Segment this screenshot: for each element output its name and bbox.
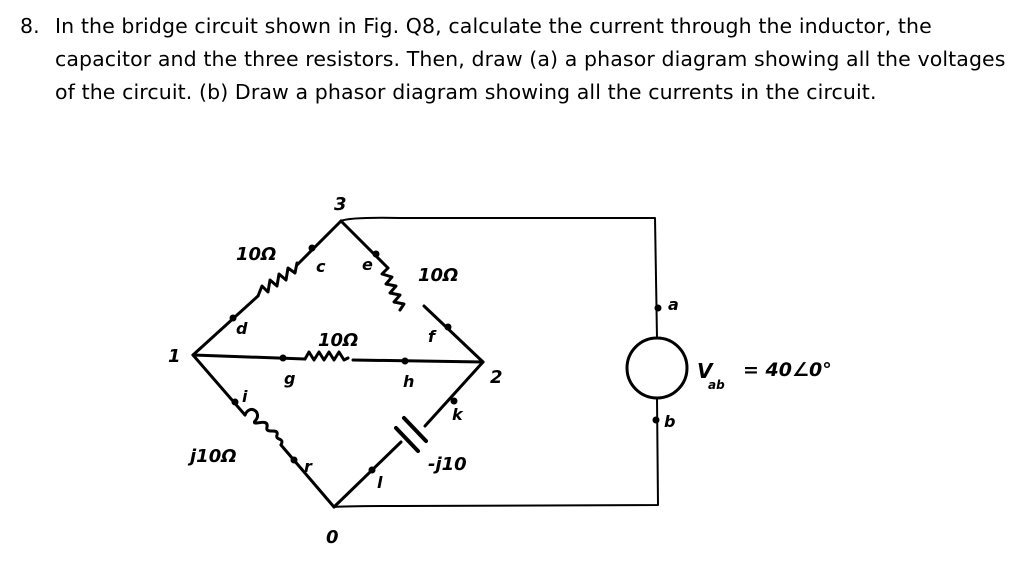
middle-branch	[191, 350, 485, 364]
resistor-top-left-label: 10Ω	[236, 244, 276, 265]
question-text: 8. In the bridge circuit shown in Fig. Q…	[20, 10, 1010, 108]
point-f-label: f	[428, 327, 437, 346]
source-voltage-symbol: V	[697, 359, 714, 383]
source-wiring	[333, 216, 689, 508]
point-e-label: e	[362, 255, 373, 274]
node-0-label: 0	[326, 527, 339, 548]
node-dots	[229, 244, 662, 474]
node-3-label: 3	[334, 194, 347, 215]
source-voltage-value: = 40∠0°	[743, 359, 832, 381]
question-number: 8.	[20, 14, 40, 38]
point-a-label: a	[668, 295, 679, 314]
point-h-label: h	[403, 372, 414, 391]
resistor-middle-label: 10Ω	[318, 330, 358, 351]
inductor-label: j10Ω	[187, 446, 237, 467]
voltage-source-symbol	[625, 336, 689, 400]
point-l-label: l	[377, 473, 383, 492]
node-1-label: 1	[168, 346, 181, 367]
capacitor-label: -j10	[428, 454, 467, 475]
source-voltage-subscript: ab	[708, 378, 725, 392]
point-d-label: d	[236, 319, 248, 338]
node-2-label: 2	[490, 367, 503, 388]
point-r-label: r	[304, 457, 313, 476]
bottom-right-branch	[332, 360, 485, 509]
question-body: In the bridge circuit shown in Fig. Q8, …	[55, 14, 1006, 104]
top-left-branch	[191, 219, 343, 357]
bottom-left-branch	[191, 353, 336, 509]
top-right-branch	[339, 219, 485, 364]
point-i-label: i	[242, 387, 248, 406]
resistor-top-right-label: 10Ω	[418, 265, 458, 286]
point-c-label: c	[316, 257, 326, 276]
point-k-label: k	[452, 405, 464, 424]
point-b-label: b	[664, 412, 675, 431]
point-g-label: g	[284, 369, 295, 388]
